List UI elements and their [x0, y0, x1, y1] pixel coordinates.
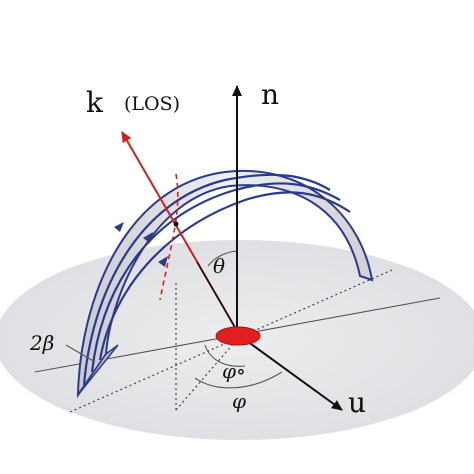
los-hidden-dashed — [159, 173, 179, 301]
phi-label: φ — [232, 389, 246, 413]
phi0-arc — [204, 344, 246, 367]
field-lines — [82, 173, 351, 386]
u-label: u — [348, 386, 366, 419]
field-line-2 — [90, 182, 341, 373]
theta-label: θ — [213, 254, 225, 278]
two-beta-label: 2β — [29, 331, 54, 355]
field-line-1 — [82, 173, 331, 386]
los-label: (LOS) — [124, 93, 180, 115]
phi-arc — [194, 371, 283, 389]
field-arrow-3 — [158, 256, 168, 267]
field-arrow-2 — [143, 232, 153, 243]
intersection-point — [173, 221, 179, 227]
cross-section-wedge — [77, 344, 119, 396]
los-projection-dotted — [175, 335, 241, 411]
phi0-label: φ∘ — [222, 359, 246, 383]
footpoint-disk — [215, 326, 261, 346]
field-line-3 — [98, 191, 351, 361]
k-label: k — [86, 86, 104, 119]
los-lower-segment — [196, 261, 241, 337]
flux-rope-arch — [76, 169, 374, 399]
u-vector — [239, 335, 343, 411]
n-label: n — [261, 78, 279, 111]
two-beta-pointer — [65, 344, 96, 363]
field-line-arrows — [114, 222, 168, 267]
field-arrow-1 — [114, 222, 124, 232]
theta-arc — [207, 250, 238, 267]
